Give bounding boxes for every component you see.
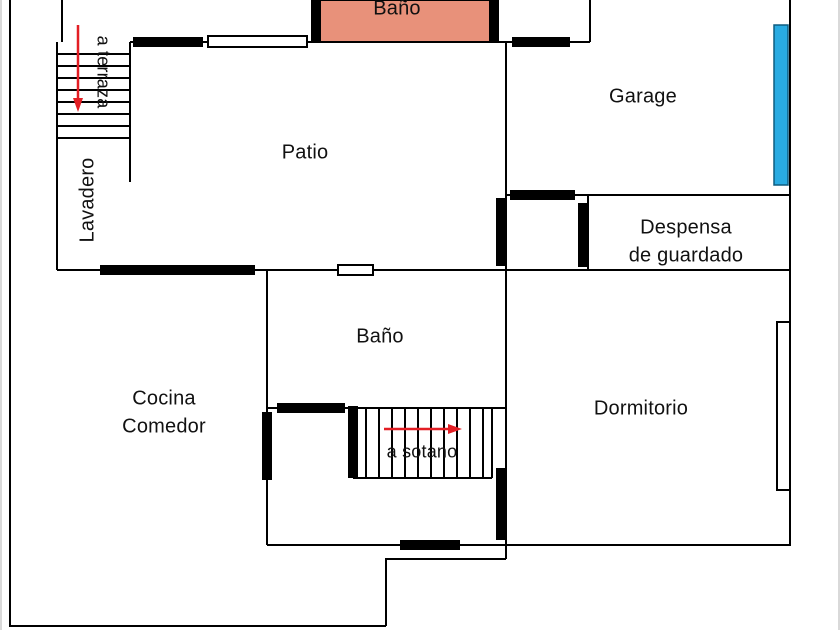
room-label-lavadero: Lavadero: [76, 157, 99, 243]
room-label-despensa-1: Despensa: [640, 216, 732, 239]
garage-blue-door: [773, 24, 789, 186]
image-edge-right: [838, 0, 840, 630]
window-mid-wall: [337, 264, 374, 276]
room-label-cocina-1: Cocina: [132, 387, 196, 410]
window-dormitorio: [776, 321, 791, 491]
window-top-patio: [207, 35, 308, 48]
image-edge-left: [0, 0, 2, 630]
room-label-dormitorio: Dormitorio: [593, 397, 689, 420]
windows: [207, 35, 791, 491]
room-label-despensa-2: de guardado: [628, 244, 744, 267]
room-label-patio: Patio: [281, 141, 329, 164]
basement-stairs: [353, 408, 493, 479]
annotation-to-basement: a sotano: [386, 441, 458, 462]
room-label-bath-main: Baño: [356, 325, 404, 348]
solid-wall-segments: [100, 0, 588, 550]
terrace-stairs: [57, 53, 130, 139]
room-label-garage: Garage: [609, 85, 677, 108]
room-label-bath-top: Baño: [373, 0, 421, 20]
annotation-to-terrace: a terraza: [93, 35, 114, 109]
room-label-cocina-2: Comedor: [122, 415, 206, 438]
basement-arrow right-arrow-icon: [384, 424, 462, 434]
interior-walls: [56, 0, 790, 559]
terrace-arrow down-arrow-icon: [73, 25, 83, 112]
